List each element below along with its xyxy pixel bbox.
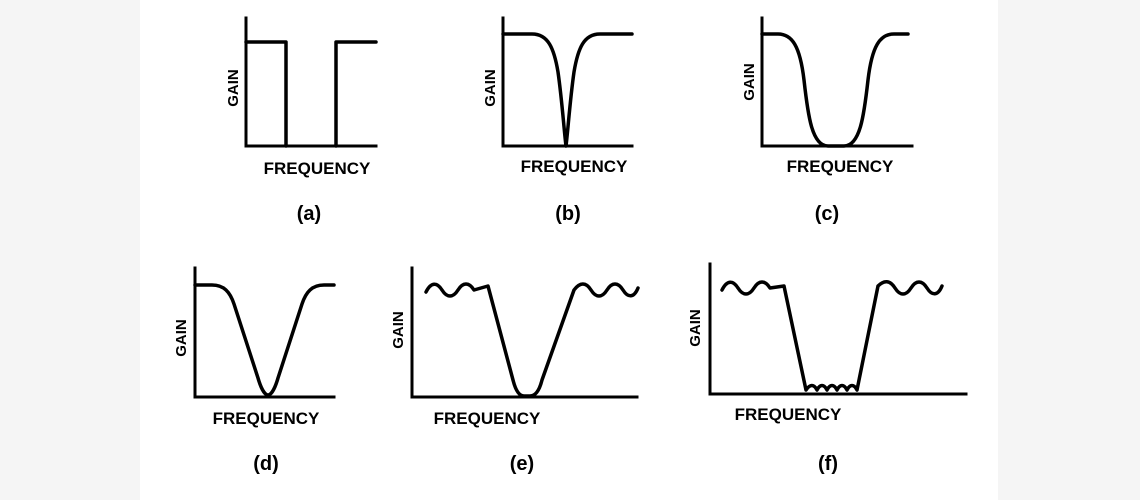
panel-c-x-label: FREQUENCY xyxy=(787,157,894,176)
panel-b: GAIN FREQUENCY (b) xyxy=(482,16,634,225)
panel-d: GAIN FREQUENCY (d) xyxy=(173,266,336,475)
panel-f-y-label: GAIN xyxy=(687,309,704,347)
panel-f-caption: (f) xyxy=(818,453,838,475)
panel-a-y-label: GAIN xyxy=(225,69,242,107)
panel-b-x-label: FREQUENCY xyxy=(521,157,628,176)
panel-f-x-label: FREQUENCY xyxy=(735,405,842,424)
panel-d-caption: (d) xyxy=(253,453,279,475)
panel-c-y-label: GAIN xyxy=(741,63,758,101)
panel-d-axes xyxy=(193,266,336,399)
panel-f-axes xyxy=(708,262,968,396)
panel-d-response-curve xyxy=(193,283,336,397)
panel-c: GAIN FREQUENCY (c) xyxy=(741,16,914,225)
panel-c-response-curve xyxy=(760,32,910,148)
panel-c-axes xyxy=(760,16,914,148)
panel-f: GAIN FREQUENCY (f) xyxy=(687,262,968,475)
panel-f-response-curve xyxy=(720,280,944,392)
panel-b-axes xyxy=(501,16,634,148)
panel-a-response-curve xyxy=(244,40,378,148)
panel-e-caption: (e) xyxy=(510,453,534,475)
panel-e: GAIN FREQUENCY (e) xyxy=(390,266,640,475)
panel-d-y-label: GAIN xyxy=(173,319,190,357)
panel-c-caption: (c) xyxy=(815,203,839,225)
panel-b-response-curve xyxy=(501,32,634,148)
panel-e-y-label: GAIN xyxy=(390,311,407,349)
panel-d-x-label: FREQUENCY xyxy=(213,409,320,428)
panel-a-x-label: FREQUENCY xyxy=(264,159,371,178)
panel-b-caption: (b) xyxy=(555,203,581,225)
panel-a-caption: (a) xyxy=(297,203,321,225)
filter-response-figure: GAIN FREQUENCY (a) GAIN FREQUENCY (b) GA… xyxy=(173,16,968,475)
figure-page: GAIN FREQUENCY (a) GAIN FREQUENCY (b) GA… xyxy=(140,0,998,500)
panel-a: GAIN FREQUENCY (a) xyxy=(225,16,378,225)
panel-e-x-label: FREQUENCY xyxy=(434,409,541,428)
panel-a-axes xyxy=(244,16,378,148)
panel-e-axes xyxy=(410,266,639,399)
panel-e-response-curve xyxy=(424,282,640,398)
panel-b-y-label: GAIN xyxy=(482,69,499,107)
